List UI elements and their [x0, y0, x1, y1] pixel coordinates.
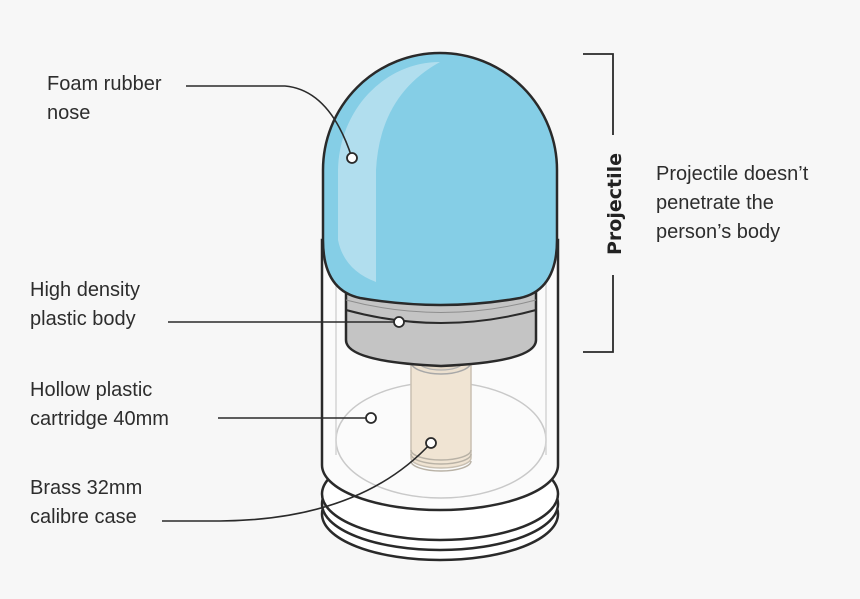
- projectile-bracket: [583, 53, 614, 353]
- note-line: penetrate the: [656, 192, 774, 214]
- label-line: plastic body: [30, 308, 136, 330]
- projectile-note: Projectile doesn’t penetrate the person’…: [656, 160, 808, 247]
- note-line: person’s body: [656, 221, 781, 243]
- label-line: Foam rubber: [47, 73, 162, 95]
- label-brass-case: Brass 32mm calibre case: [30, 474, 142, 532]
- label-line: Brass 32mm: [30, 477, 143, 499]
- label-cartridge: Hollow plastic cartridge 40mm: [30, 376, 169, 434]
- brass-case: [410, 349, 472, 472]
- label-foam-rubber-nose: Foam rubber nose: [47, 70, 162, 128]
- label-line: cartridge 40mm: [30, 408, 169, 430]
- note-line: Projectile doesn’t: [656, 163, 809, 185]
- foam-nose: [321, 51, 559, 307]
- plastic-body: [344, 283, 538, 368]
- projectile-title: Projectile: [604, 153, 626, 256]
- label-line: Hollow plastic: [30, 379, 153, 401]
- label-line: calibre case: [30, 506, 137, 528]
- label-plastic-body: High density plastic body: [30, 276, 140, 334]
- label-line: High density: [30, 279, 141, 301]
- anchor-points: [346, 152, 437, 449]
- label-line: nose: [47, 102, 91, 124]
- leader-lines: [162, 85, 432, 522]
